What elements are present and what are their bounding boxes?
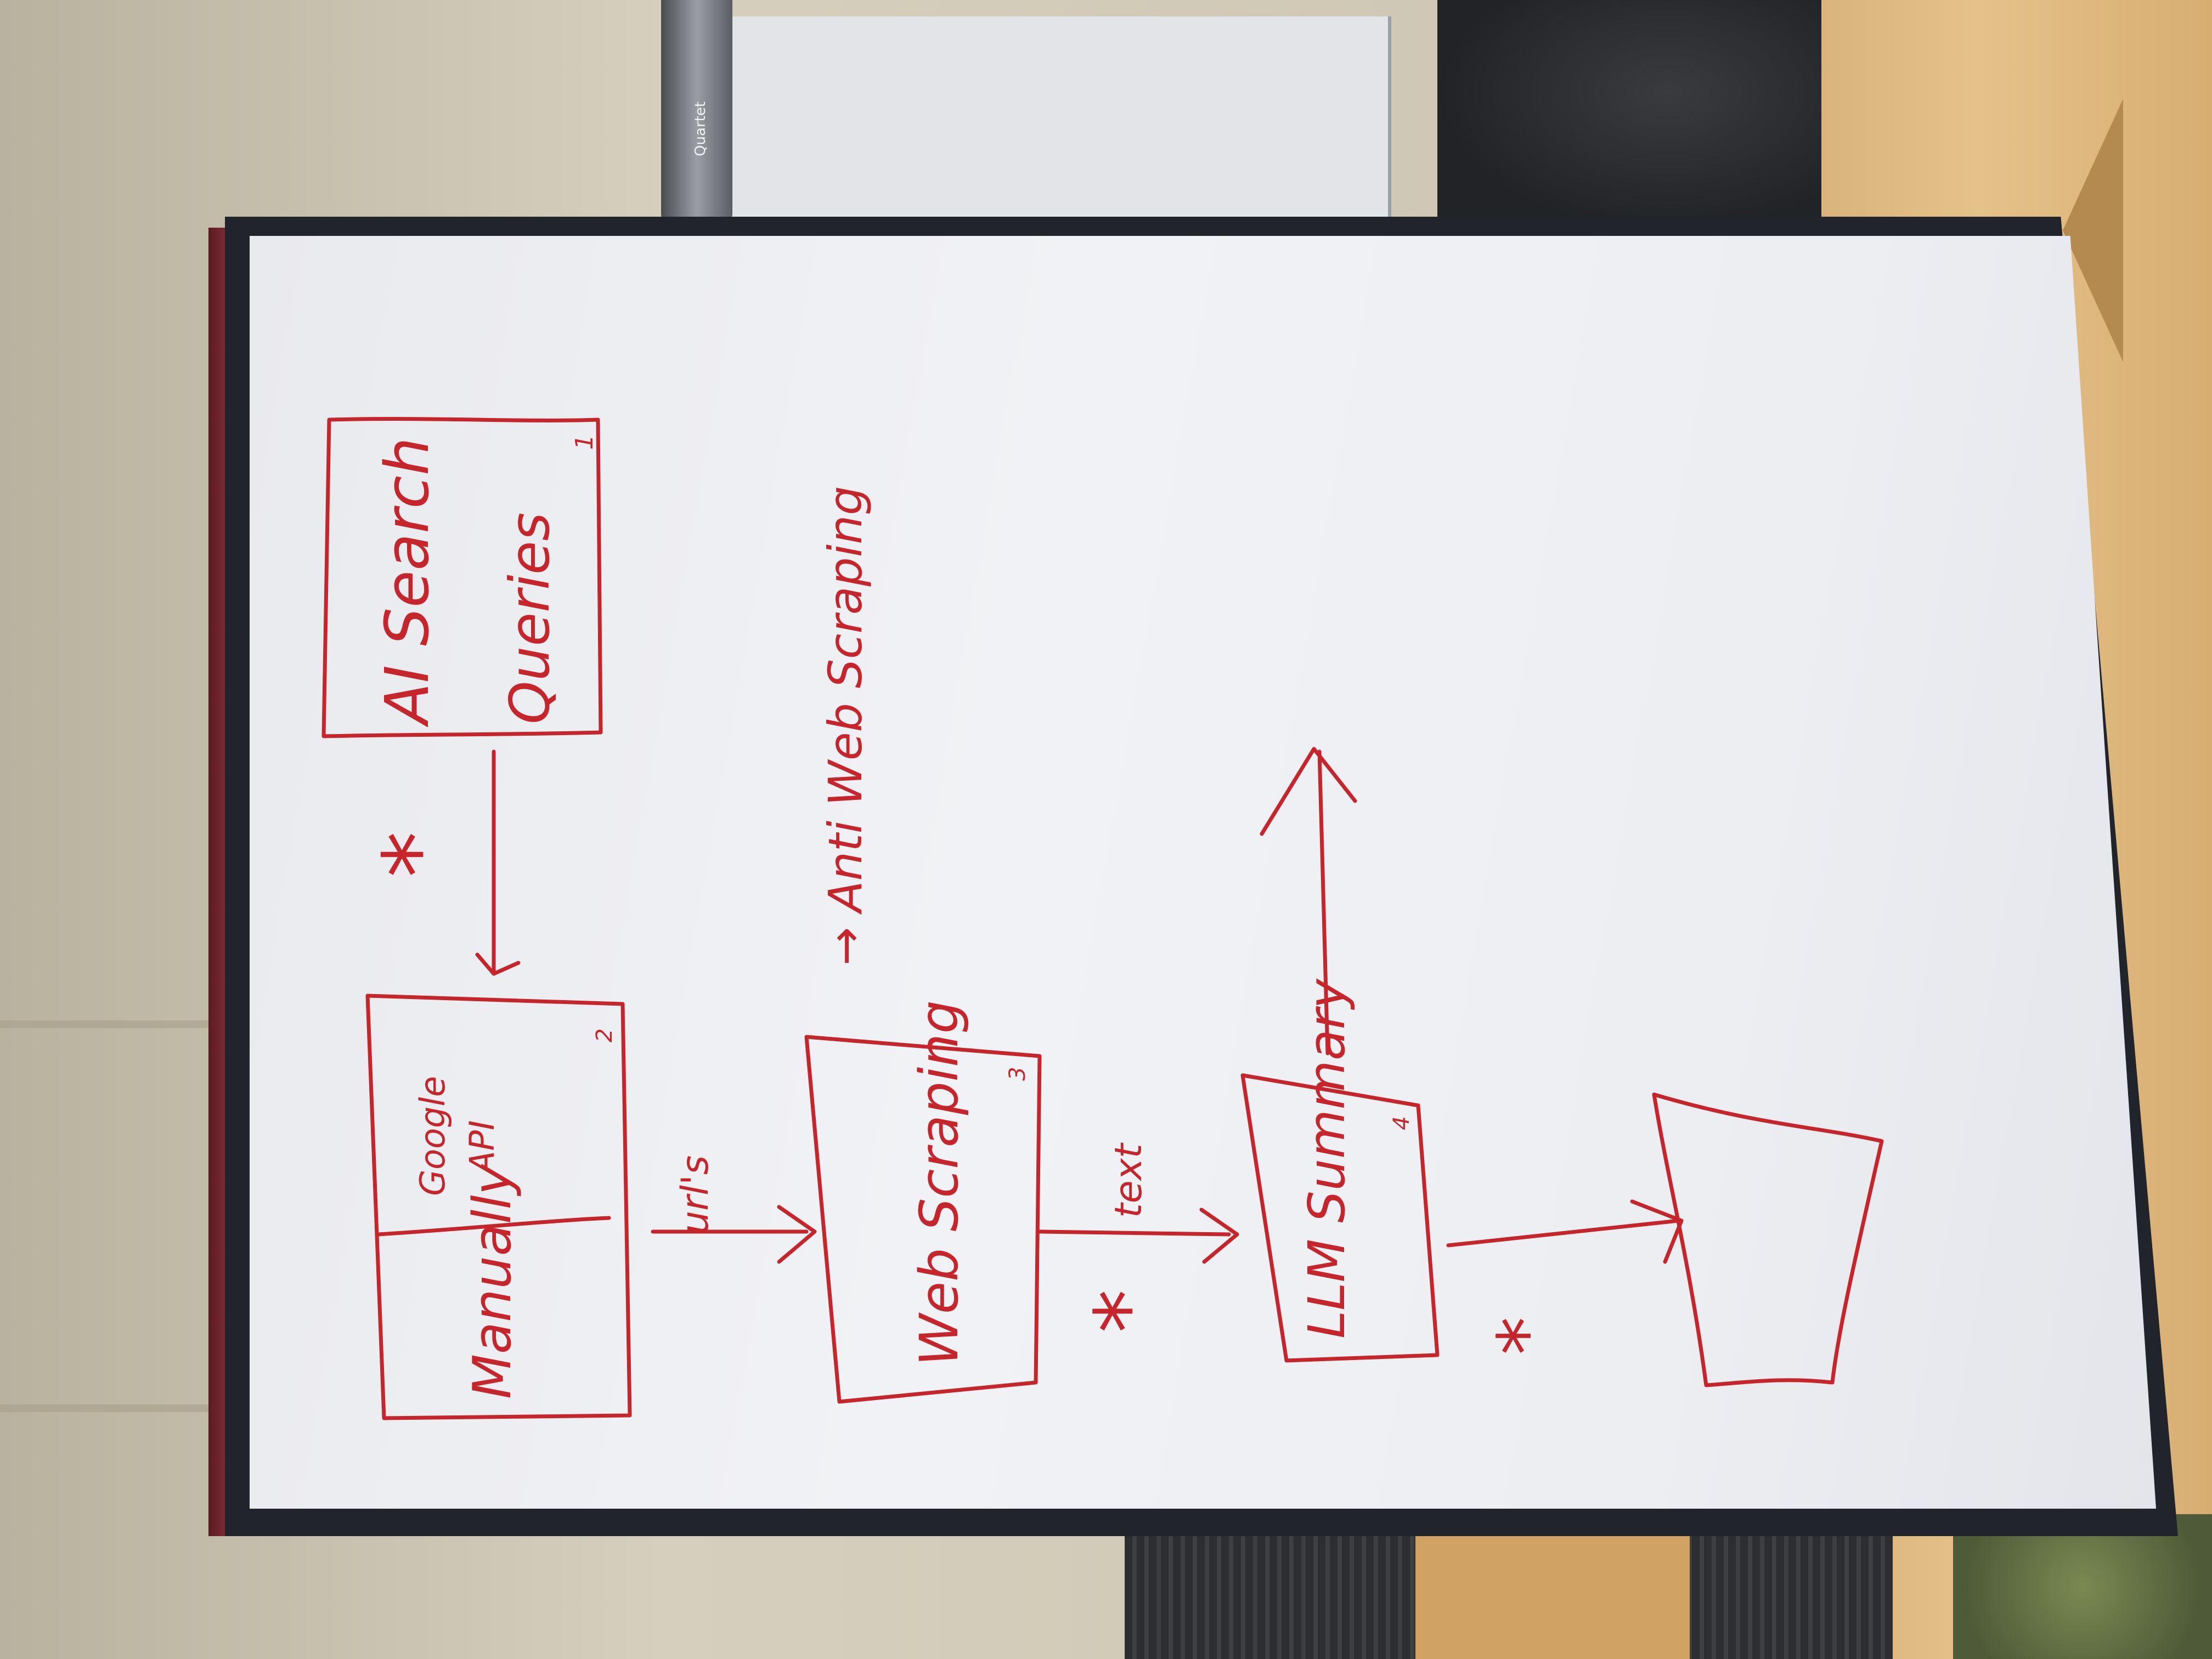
box3-label: Web Scraping [909,1000,970,1366]
box2-divider [376,1216,611,1237]
box-web-scraping [804,1035,1042,1404]
arrow-llm-up [1260,747,1357,1056]
carpet-floor [1953,1514,2212,1659]
arrow-queries-to-manual [475,749,521,976]
box-llm-summary [1240,1073,1440,1363]
star-2: * [1076,1289,1178,1333]
box1-line2: Queries [498,512,562,724]
arrow-llm-to-output [1446,1199,1684,1264]
star-1: * [364,831,472,878]
box-ai-search-queries [321,417,603,738]
box2-number: 2 [592,1029,617,1042]
box3-number: 3 [1005,1067,1030,1081]
background-whiteboard [730,16,1391,225]
arrow-scraping-to-llm [1037,1207,1239,1264]
box2-right-line2: API [462,1120,502,1176]
note-anti-web-scraping: → Anti Web Scraping [819,486,872,966]
box-manual-google [365,994,632,1420]
office-chair [1437,0,1821,230]
label-urls: url's [674,1155,717,1234]
wooden-desk-edge [1415,1536,1690,1659]
box1-number: 1 [571,435,599,450]
box2-left-label: Manually [462,1163,523,1399]
box1-line1: AI Search [372,437,442,727]
box-output-empty [1652,1092,1884,1387]
box4-number: 4 [1389,1116,1414,1130]
label-text: text [1107,1142,1150,1218]
star-3: * [1482,1317,1571,1355]
whiteboard-surface [250,236,2156,1509]
box2-right-line1: Google [413,1076,453,1196]
background-marker-tray [661,0,732,225]
arrow-manual-to-scraping [651,1205,817,1264]
